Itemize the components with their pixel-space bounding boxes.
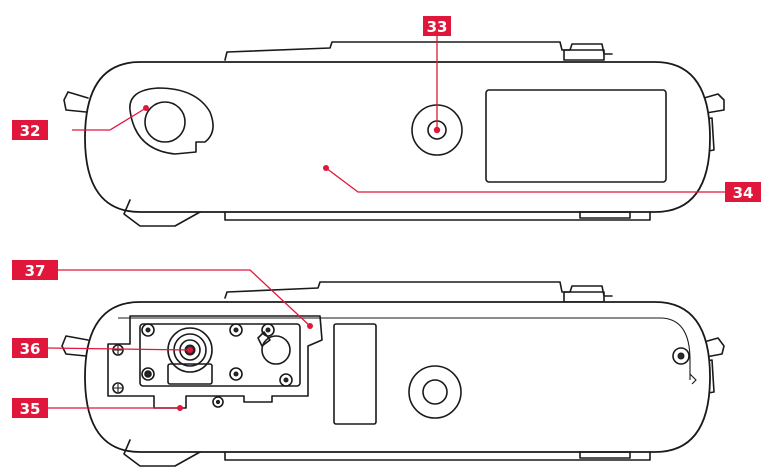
strap-lug-right-2 bbox=[689, 337, 725, 359]
screw-icon bbox=[212, 396, 224, 408]
screw-icon bbox=[141, 323, 155, 337]
label-plate bbox=[485, 89, 667, 183]
camera-bottom-view bbox=[61, 281, 725, 467]
tripod-socket-inner-2 bbox=[422, 379, 448, 405]
leader-37 bbox=[58, 269, 311, 327]
bottom-rail bbox=[224, 211, 651, 221]
callout-32: 32 bbox=[12, 120, 48, 140]
leader-32 bbox=[72, 107, 147, 131]
leader-34 bbox=[325, 167, 725, 193]
bottom-foot-right-2 bbox=[579, 451, 631, 459]
leader-dot-32 bbox=[143, 105, 149, 111]
callout-36: 36 bbox=[12, 338, 48, 358]
svg-text:32: 32 bbox=[20, 122, 41, 140]
svg-text:34: 34 bbox=[733, 184, 754, 202]
top-block bbox=[563, 49, 605, 61]
callout-badges: 32 33 34 37 36 35 bbox=[12, 16, 761, 418]
svg-text:36: 36 bbox=[20, 340, 41, 358]
bottom-foot-left bbox=[123, 199, 201, 227]
contact-pad bbox=[333, 323, 377, 425]
base-lock-outline bbox=[129, 87, 214, 155]
camera-body-bottom bbox=[84, 301, 711, 453]
strap-lug-right bbox=[689, 93, 725, 115]
callout-37: 37 bbox=[12, 260, 58, 280]
bottom-foot-right bbox=[579, 211, 631, 219]
leader-dot-34 bbox=[323, 165, 329, 171]
screw-icon bbox=[112, 382, 124, 394]
leader-lines bbox=[47, 34, 725, 411]
strap-lug-left bbox=[63, 91, 89, 113]
compartment-plate bbox=[107, 315, 323, 409]
base-lock-knob bbox=[144, 101, 186, 143]
side-latch bbox=[257, 331, 271, 347]
screws bbox=[112, 323, 293, 408]
leader-36 bbox=[47, 347, 191, 351]
screw-icon bbox=[112, 344, 124, 356]
svg-text:37: 37 bbox=[25, 262, 46, 280]
top-rail-2 bbox=[224, 281, 613, 299]
callout-35: 35 bbox=[12, 398, 48, 418]
leader-dot-35 bbox=[177, 405, 183, 411]
camera-body-top bbox=[84, 61, 711, 213]
leader-dot-37 bbox=[307, 323, 313, 329]
svg-text:35: 35 bbox=[20, 400, 41, 418]
inner-outline bbox=[118, 317, 691, 380]
leader-dot-36 bbox=[187, 347, 193, 353]
camera-top-view bbox=[63, 41, 725, 227]
bayonet-base bbox=[167, 363, 213, 385]
inner-frame bbox=[139, 323, 301, 387]
tripod-socket-outer-2 bbox=[408, 365, 462, 419]
screw-icon bbox=[141, 367, 155, 381]
top-block-2 bbox=[563, 291, 605, 303]
top-rail bbox=[224, 41, 613, 61]
side-knob bbox=[261, 335, 291, 365]
bottom-foot-left-2 bbox=[123, 439, 201, 467]
body-screw-right bbox=[672, 347, 690, 365]
right-hinge-line bbox=[689, 373, 697, 385]
screw-icon bbox=[279, 373, 293, 387]
body-screw-right-center bbox=[677, 352, 685, 360]
svg-text:33: 33 bbox=[427, 18, 448, 36]
bottom-rail-2 bbox=[224, 451, 651, 461]
leader-dot-33 bbox=[433, 126, 441, 134]
screw-icon bbox=[229, 323, 243, 337]
strap-lug-left-2 bbox=[61, 335, 89, 357]
small-knob bbox=[144, 370, 152, 378]
screw-icon bbox=[229, 367, 243, 381]
callout-34: 34 bbox=[725, 182, 761, 202]
callout-33: 33 bbox=[423, 16, 451, 36]
